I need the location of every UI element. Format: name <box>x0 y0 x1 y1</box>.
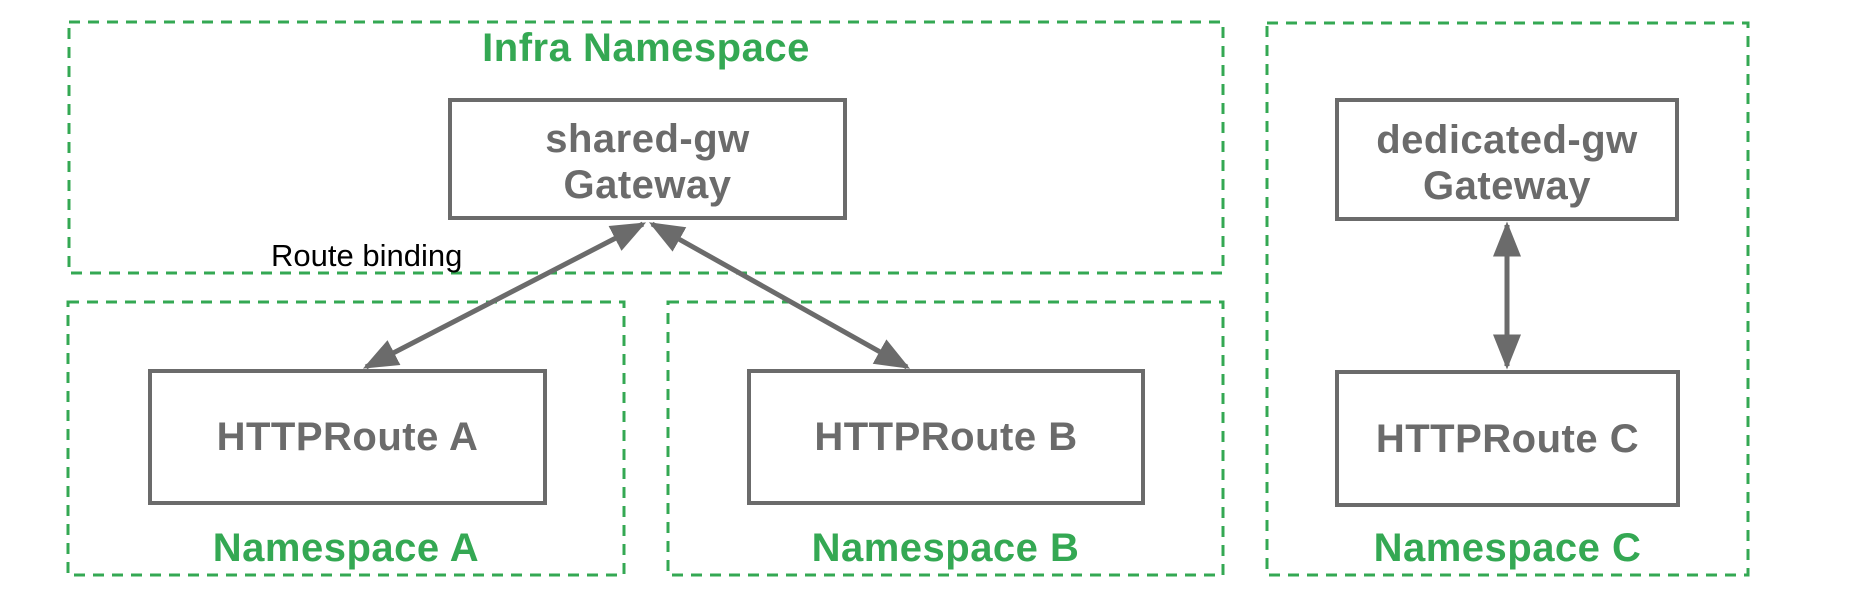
httproute-c-name: HTTPRoute C <box>1375 416 1640 461</box>
infra-namespace-label: Infra Namespace <box>482 26 810 70</box>
namespace-b-label: Namespace B <box>811 526 1080 570</box>
dedicated-gw-gateway-node: dedicated-gw Gateway <box>1335 98 1679 221</box>
shared-gw-gateway-node: shared-gw Gateway <box>448 98 847 220</box>
namespace-c-label: Namespace C <box>1373 526 1642 570</box>
httproute-a-name: HTTPRoute A <box>216 415 479 459</box>
namespace-c-boundary <box>1265 21 1750 577</box>
shared-gw-kind: Gateway <box>563 163 732 207</box>
dedicated-gw-name: dedicated-gw <box>1376 117 1638 162</box>
httproute-b-node: HTTPRoute B <box>747 369 1145 505</box>
namespace-b-boundary <box>666 300 1225 577</box>
httproute-c-node: HTTPRoute C <box>1335 370 1680 507</box>
httproute-a-node: HTTPRoute A <box>148 369 547 505</box>
arrow-shared-gw-to-httproute-b <box>648 221 911 370</box>
namespace-a-boundary <box>66 300 626 577</box>
shared-gw-name: shared-gw <box>545 117 750 161</box>
route-binding-annotation: Route binding <box>271 238 463 273</box>
dedicated-gw-kind: Gateway <box>1422 163 1592 208</box>
arrow-shared-gw-to-httproute-a <box>362 221 647 370</box>
namespace-a-label: Namespace A <box>212 526 480 570</box>
httproute-b-name: HTTPRoute B <box>814 415 1078 459</box>
